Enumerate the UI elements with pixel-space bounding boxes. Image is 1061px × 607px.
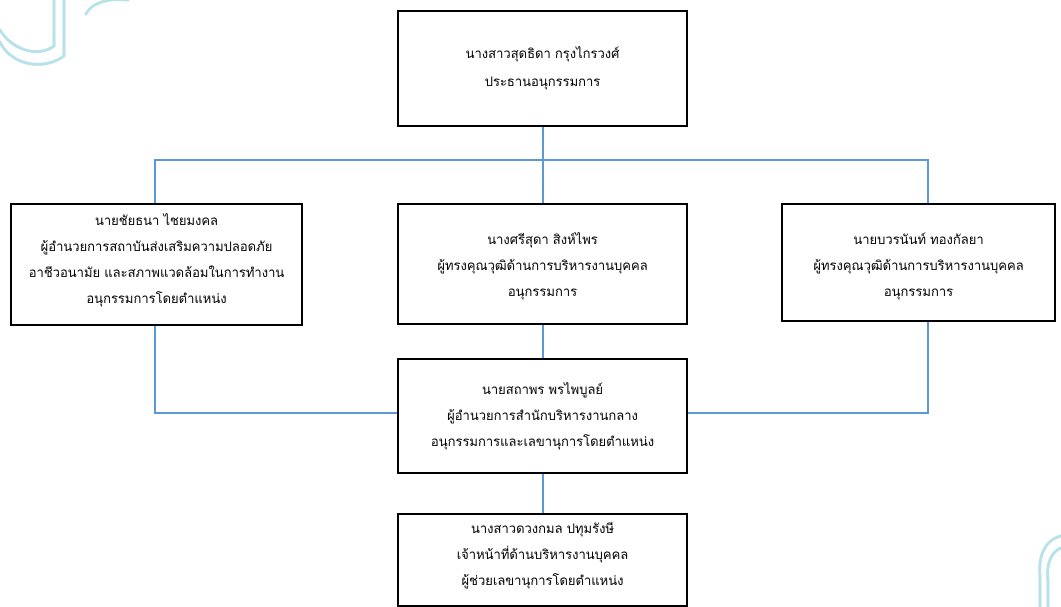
person-role: ผู้ช่วยเลขานุการโดยตำแหน่ง xyxy=(461,574,624,589)
person-name: นายสถาพร พรไพบูลย์ xyxy=(481,383,604,398)
person-name: นายบวรนันท์ ทองกัลยา xyxy=(853,232,984,248)
decoration-curve xyxy=(0,0,56,54)
person-title: ผู้ทรงคุณวุฒิด้านการบริหารงานบุคคล xyxy=(437,259,648,274)
decoration-curve xyxy=(84,0,130,16)
decoration-curve xyxy=(0,0,66,66)
person-role: อนุกรรมการ xyxy=(883,284,954,300)
person-role: อนุกรรมการ xyxy=(507,285,578,300)
person-title: ผู้ทรงคุณวุฒิด้านการบริหารงานบุคคล xyxy=(813,258,1024,274)
person-name: นางสาวสุดธิดา กรุงไกรวงศ์ xyxy=(465,46,620,62)
decoration-curve xyxy=(1046,546,1061,607)
person-name: นายชัยธนา ไชยมงคล xyxy=(94,213,219,229)
node-assistant-secretary: นางสาวดวงกมล ปทุมรังษี เจ้าหน้าที่ด้านบร… xyxy=(397,513,688,607)
person-name: นางสาวดวงกมล ปทุมรังษี xyxy=(471,522,614,537)
node-secretary: นายสถาพร พรไพบูลย์ ผู้อำนวยการสำนักบริหา… xyxy=(397,358,688,474)
person-title: อาชีวอนามัย และสภาพแวดล้อมในการทำงาน xyxy=(28,265,285,281)
decoration-curve xyxy=(1038,534,1061,607)
node-member-right: นายบวรนันท์ ทองกัลยา ผู้ทรงคุณวุฒิด้านกา… xyxy=(781,203,1056,322)
person-title: ผู้อำนวยการสำนักบริหารงานกลาง xyxy=(447,409,638,424)
person-name: นางศรีสุดา สิงห์ไพร xyxy=(487,233,598,248)
node-member-left: นายชัยธนา ไชยมงคล ผู้อำนวยการสถาบันส่งเส… xyxy=(10,203,303,326)
person-title: เจ้าหน้าที่ด้านบริหารงานบุคคล xyxy=(456,548,629,563)
decoration-bottom-right xyxy=(1038,534,1061,607)
person-role: ประธานอนุกรรมการ xyxy=(484,74,601,90)
node-chair: นางสาวสุดธิดา กรุงไกรวงศ์ ประธานอนุกรรมก… xyxy=(397,10,688,127)
node-member-center: นางศรีสุดา สิงห์ไพร ผู้ทรงคุณวุฒิด้านการ… xyxy=(397,203,688,325)
person-role: อนุกรรมการและเลขานุการโดยตำแหน่ง xyxy=(430,435,655,450)
decoration-top-left xyxy=(0,0,130,66)
person-role: อนุกรรมการโดยตำแหน่ง xyxy=(86,291,227,307)
person-title: ผู้อำนวยการสถาบันส่งเสริมความปลอดภัย xyxy=(40,239,273,255)
